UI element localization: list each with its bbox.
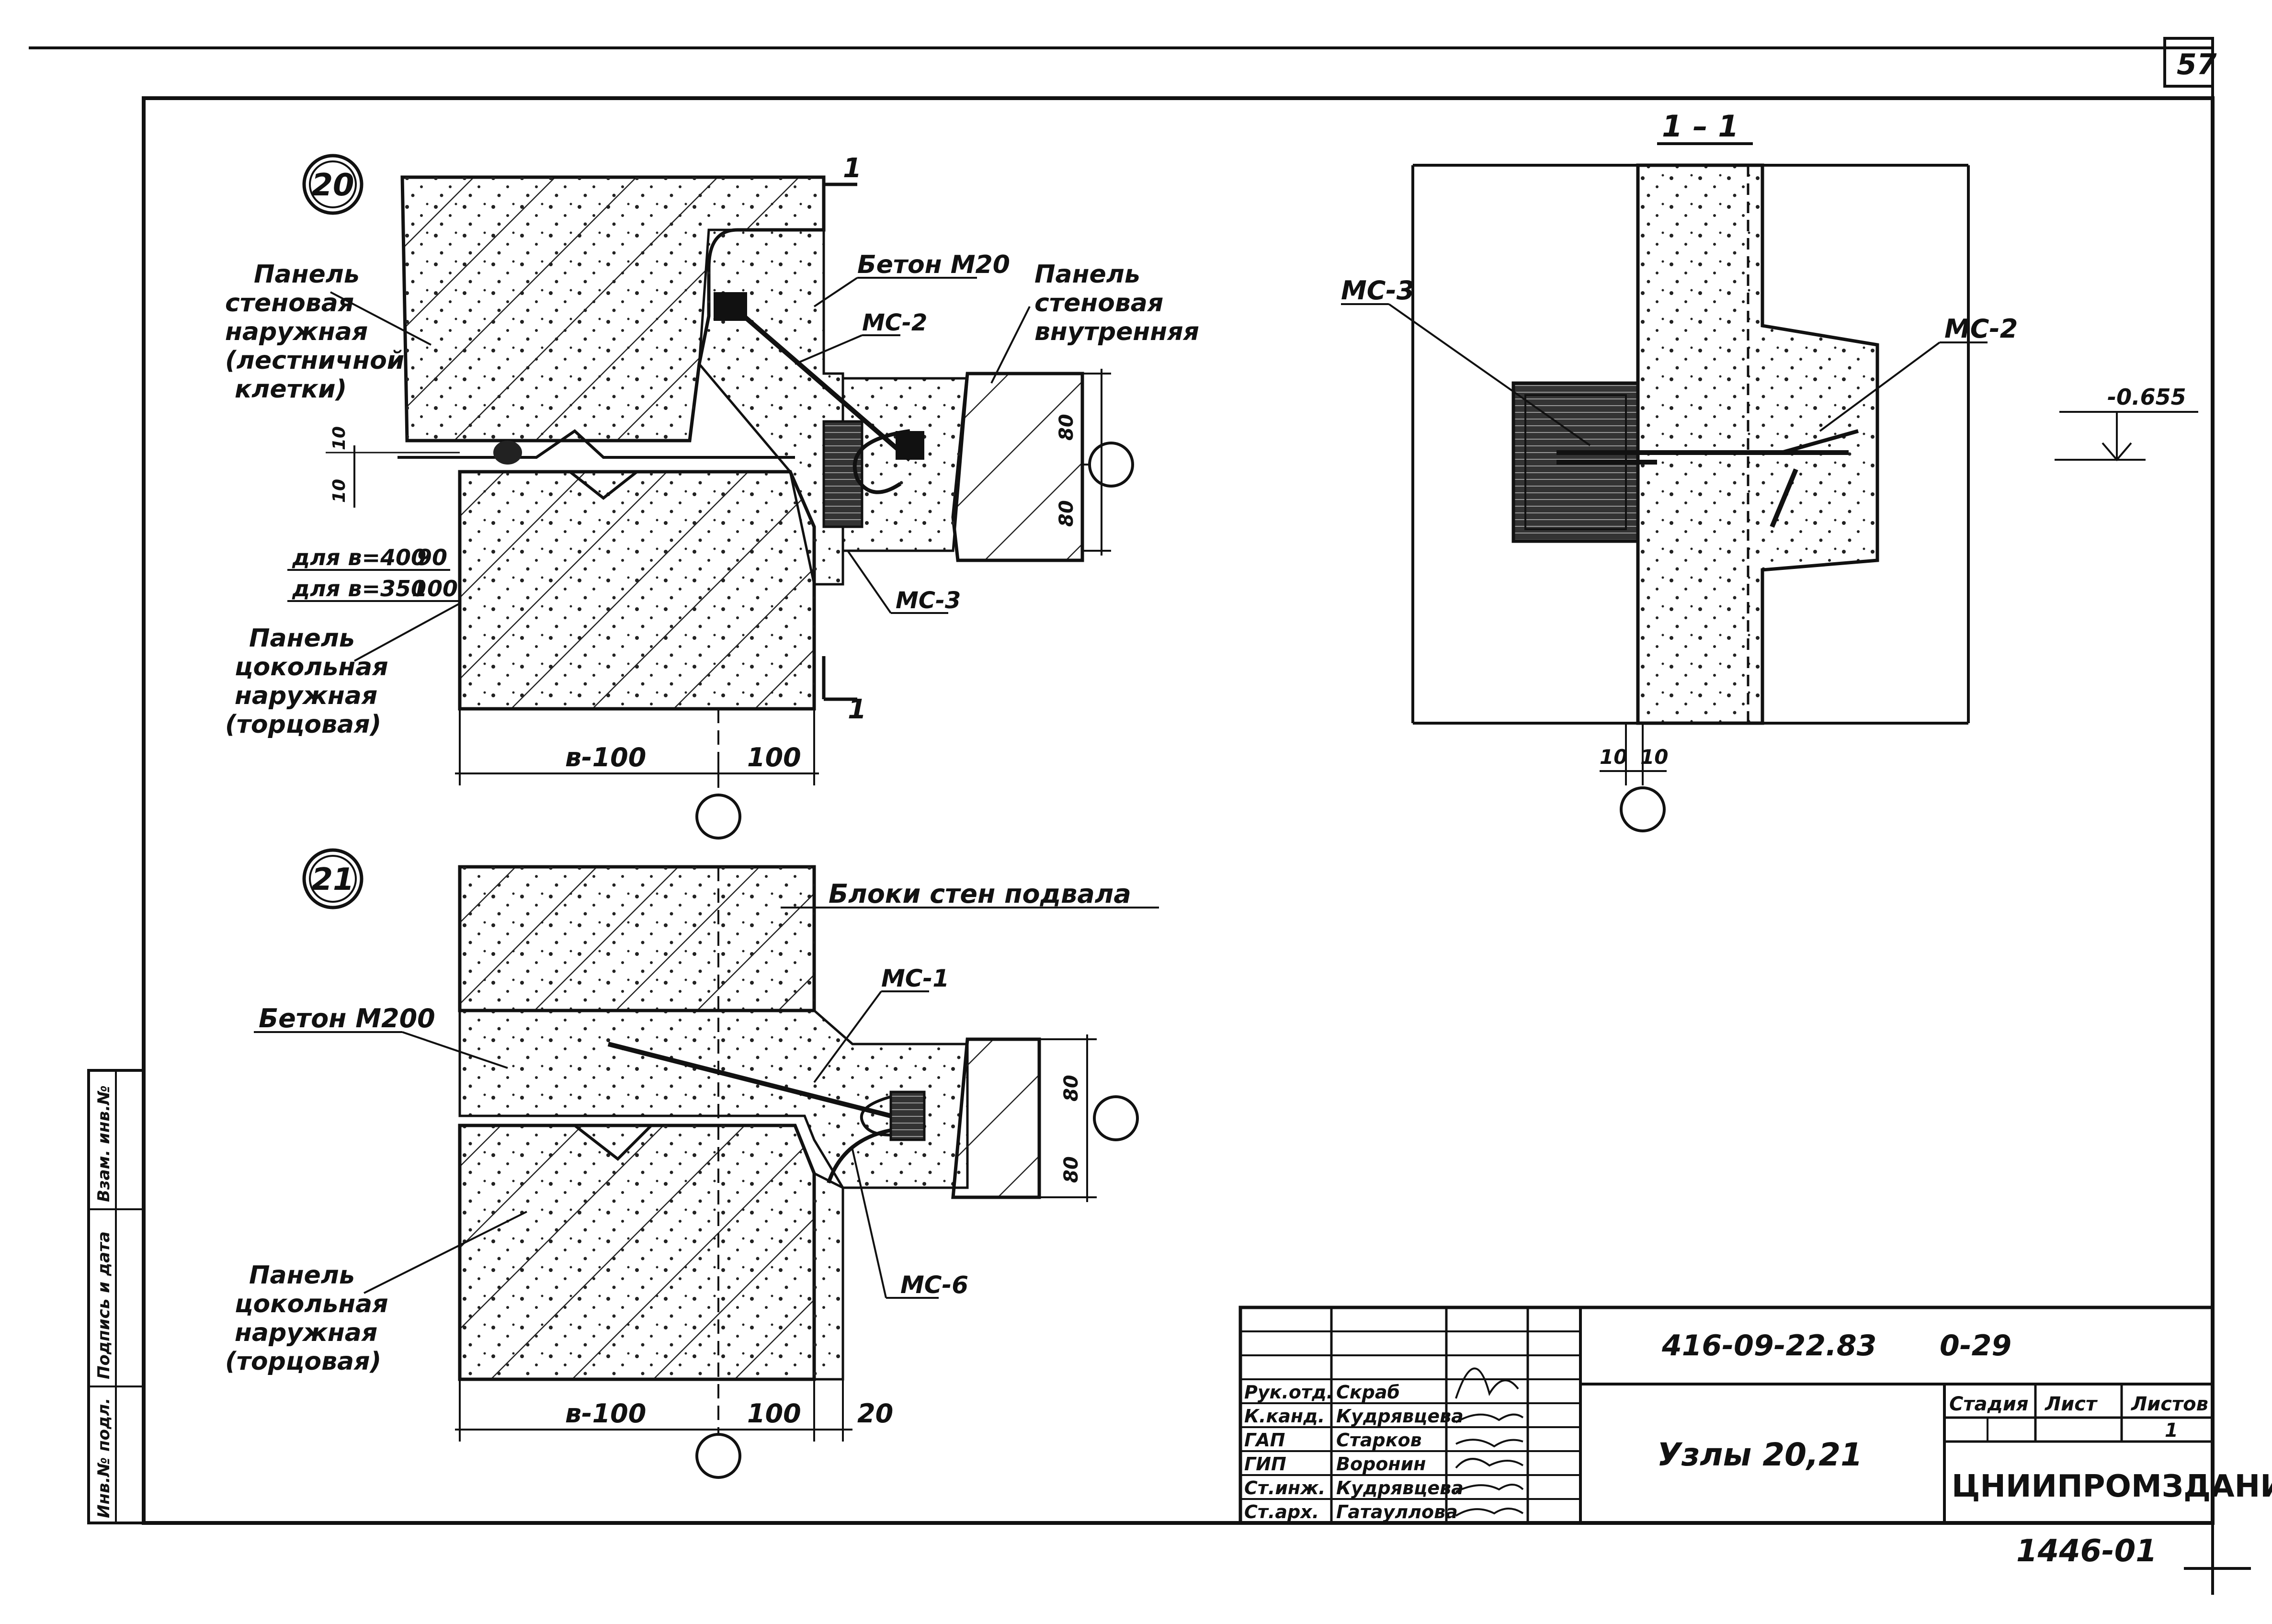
- section-mark-bottom: 1: [848, 694, 866, 725]
- axis-marker-right: [1088, 442, 1134, 488]
- section-title: 1 – 1: [1662, 109, 1738, 144]
- label-panel-stair: Панель стеновая наружная (лестничной кле…: [225, 260, 413, 404]
- dim-20-21: 20: [857, 1398, 893, 1429]
- stamp-replace: Взам. инв.№: [94, 1085, 114, 1202]
- label-val-350: 100: [412, 576, 458, 602]
- mc6-plate: [889, 1090, 926, 1141]
- signatures: [1455, 1367, 1524, 1517]
- sheet-header: Лист: [2045, 1393, 2098, 1415]
- archive-number: 1446-01: [2016, 1533, 2157, 1569]
- label-mc3-20: МС-3: [896, 587, 961, 614]
- sheet-code: 0-29: [1940, 1329, 2011, 1363]
- dim-100-20: 100: [747, 742, 801, 772]
- dim-left-section: 10: [1600, 745, 1627, 769]
- sheets-header: Листов: [2131, 1393, 2208, 1415]
- label-panel-inner: Панель стеновая внутренняя: [1034, 260, 1199, 346]
- title-block: Рук.отд. К.канд. ГАП ГИП Ст.инж. Ст.арх.…: [1238, 1306, 2272, 1525]
- node-21: 21 в-100 100 20 80 80: [225, 848, 1159, 1479]
- label-mc6: МС-6: [900, 1271, 968, 1299]
- drawing-title: Узлы 20,21: [1657, 1436, 1863, 1473]
- axis-marker-section: [1620, 786, 1666, 832]
- node-21-number: 21: [311, 862, 354, 897]
- org-name: ЦНИИПРОМЗДАНИЙ: [1952, 1468, 2272, 1504]
- sheets-value: 1: [2165, 1420, 2178, 1442]
- title-names: Скраб Кудрявцева Старков Воронин Кудрявц…: [1336, 1382, 1470, 1522]
- level-mark: -0.655: [2107, 384, 2186, 410]
- sheet-number: 57: [2177, 48, 2217, 81]
- label-concrete-m200: Бетон М200: [259, 1003, 435, 1033]
- title-roles: Рук.отд. К.канд. ГАП ГИП Ст.инж. Ст.арх.: [1244, 1382, 1340, 1522]
- label-basement-blocks: Блоки стен подвала: [829, 879, 1131, 909]
- wall-section-shape: [1636, 163, 1879, 725]
- dim-b100-20: в-100: [565, 742, 646, 772]
- dim-10b: 10: [329, 479, 349, 503]
- dim-80b-20: 80: [1056, 500, 1078, 527]
- label-for-400: для в=400: [292, 545, 426, 570]
- section-mark-top: 1: [843, 153, 862, 184]
- label-mc1: МС-1: [881, 965, 949, 992]
- node-20: 20 1 1: [225, 153, 1199, 840]
- dim-100-21: 100: [747, 1398, 801, 1429]
- stage-header: Стадия: [1949, 1393, 2029, 1415]
- node-20-marker: [302, 154, 364, 215]
- section-1-1: 1 – 1 10 10 МС-3 МС-2 -0.655: [1341, 109, 2198, 832]
- label-mc3-section: МС-3: [1341, 275, 1414, 306]
- label-mc2-20: МС-2: [862, 309, 927, 336]
- node-21-marker: [302, 848, 364, 909]
- axis-marker-21-bottom: [695, 1433, 741, 1479]
- dim-80b-21: 80: [1060, 1156, 1082, 1183]
- label-concrete-m20: Бетон М20: [857, 250, 1010, 279]
- label-panel-plinth-20: Панель цокольная наружная (торцовая): [225, 624, 397, 739]
- label-panel-plinth-21: Панель цокольная наружная (торцовая): [225, 1261, 397, 1376]
- dim-right-section: 10: [1640, 745, 1668, 769]
- stamp-inv: Инв.№ подл.: [94, 1398, 114, 1518]
- side-stamp: Инв.№ подл. Подпись и дата Взам. инв.№: [87, 1069, 145, 1524]
- label-val-400: 90: [417, 545, 447, 570]
- stamp-sign: Подпись и дата: [94, 1231, 114, 1379]
- dim-80a-21: 80: [1060, 1075, 1082, 1102]
- doc-code: 416-09-22.83: [1661, 1329, 1876, 1363]
- node-20-number: 20: [311, 168, 354, 203]
- dim-80a-20: 80: [1056, 414, 1078, 441]
- panel-right-21-shape: [951, 1037, 1041, 1199]
- dim-10a: 10: [329, 426, 349, 450]
- panel-inner-shape: [951, 372, 1084, 562]
- axis-marker-21-right: [1093, 1095, 1139, 1141]
- axis-marker-bottom: [695, 794, 741, 840]
- dim-b100-21: в-100: [565, 1398, 646, 1429]
- label-for-350: для в=350: [292, 576, 426, 602]
- label-mc2-section: МС-2: [1944, 314, 2018, 344]
